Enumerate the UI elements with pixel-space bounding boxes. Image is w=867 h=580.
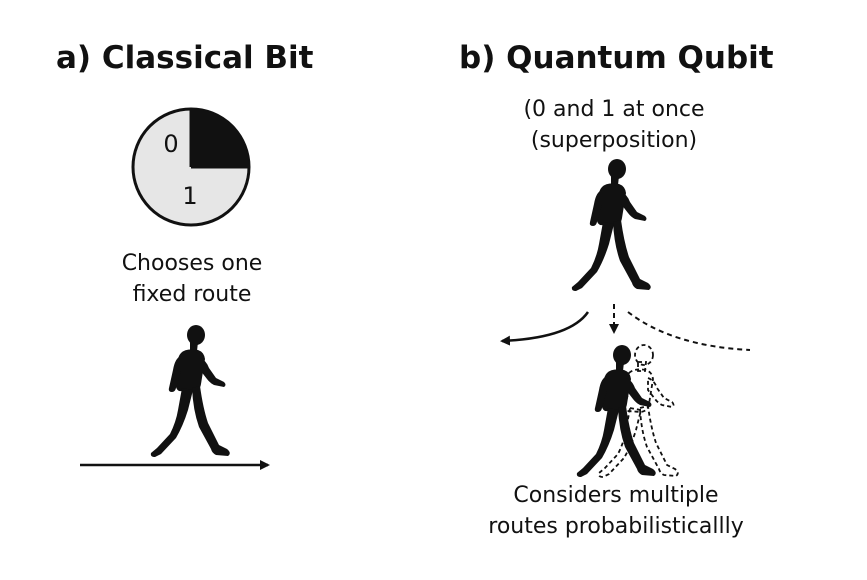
classical-bit-title: a) Classical Bit: [56, 40, 314, 76]
bit-dial: 0 1: [131, 107, 251, 227]
quantum-caption-line2: routes probabilisticallly: [488, 514, 744, 539]
left-route-arrow: [500, 311, 590, 346]
superposition-subtitle-line2: (superposition): [530, 128, 698, 153]
right-route-dashed: [627, 311, 751, 351]
classical-caption: Chooses one fixed route: [92, 248, 292, 310]
quantum-qubit-title: b) Quantum Qubit: [459, 40, 774, 76]
classical-caption-line2: fixed route: [132, 282, 252, 307]
classical-caption-line1: Chooses one: [121, 251, 263, 276]
quantum-walker-icon: [571, 159, 651, 291]
quantum-caption-line1: Considers multiple: [513, 483, 719, 508]
superposition-subtitle: (0 and 1 at once (superposition): [494, 94, 734, 156]
bit-dial-filled-quadrant: [191, 109, 249, 167]
classical-walker-icon: [150, 325, 230, 457]
quantum-caption: Considers multiple routes probabilistica…: [466, 480, 766, 542]
bit-one-label: 1: [182, 182, 197, 210]
bit-zero-label: 0: [163, 130, 178, 158]
superposition-subtitle-line1: (0 and 1 at once: [523, 97, 705, 122]
